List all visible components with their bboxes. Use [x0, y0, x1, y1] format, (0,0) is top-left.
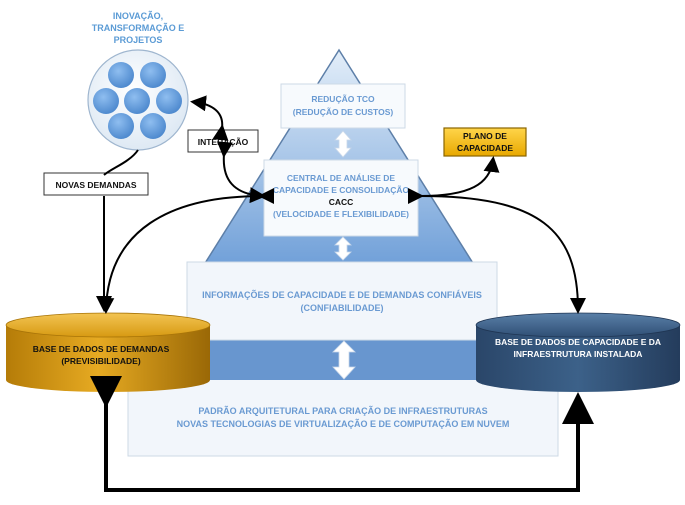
central-line-4: (VELOCIDADE E FLEXIBILIDADE) [273, 209, 409, 219]
reducao-tco-box [280, 83, 406, 129]
central-line-1: CENTRAL DE ANÁLISE DE [287, 173, 395, 183]
cluster-dot [140, 62, 166, 88]
interacao-label: INTERAÇÃO [198, 137, 249, 147]
inovacao-label-line-1: INOVAÇÃO, [113, 11, 163, 21]
arrow-cluster-interacao [190, 95, 229, 141]
reducao-line-1: REDUÇÃO TCO [311, 94, 375, 104]
plano-capacidade-box [443, 127, 527, 157]
arrow-central-plano [419, 156, 500, 197]
cluster-dot [108, 62, 134, 88]
arrow-central-capacidade [407, 187, 586, 314]
padrao-arquitetural-box [127, 377, 559, 457]
reducao-line-2: (REDUÇÃO DE CUSTOS) [293, 107, 394, 117]
informacoes-line-2: (CONFIABILIDADE) [301, 303, 384, 313]
database-demandas-line-1: BASE DE DADOS DE DEMANDAS [33, 344, 170, 354]
plano-label-line-2: CAPACIDADE [457, 143, 513, 153]
plano-label-line-1: PLANO DE [463, 131, 507, 141]
arrow-bottom-loop [90, 376, 594, 492]
database-capacidade-line-2: INFRAESTRUTURA INSTALADA [514, 349, 643, 359]
cluster-dot [93, 88, 119, 114]
database-demandas [5, 312, 211, 392]
inovacao-label-line-2: TRANSFORMAÇÃO E [92, 23, 185, 33]
padrao-line-2: NOVAS TECNOLOGIAS DE VIRTUALIZAÇÃO E DE … [177, 419, 510, 429]
double-arrow-reducao-central [334, 130, 352, 158]
database-capacidade [475, 312, 681, 392]
padrao-line-1: PADRÃO ARQUITETURAL PARA CRIAÇÃO DE INFR… [198, 406, 487, 416]
inovacao-cluster [87, 49, 189, 151]
database-demandas-line-2: (PREVISIBILIDADE) [61, 356, 141, 366]
cluster-dot [156, 88, 182, 114]
cluster-dot [140, 113, 166, 139]
arrow-central-demandas [98, 187, 275, 314]
central-line-2: CAPACIDADE E CONSOLIDAÇÃO [273, 185, 410, 195]
central-cacc-box [263, 159, 419, 237]
central-line-3: CACC [329, 197, 354, 207]
informacoes-line-1: INFORMAÇÕES DE CAPACIDADE E DE DEMANDAS … [202, 290, 482, 300]
cluster-dot [124, 88, 150, 114]
database-capacidade-line-1: BASE DE DADOS DE CAPACIDADE E DA [495, 337, 661, 347]
double-arrow-central-informacoes [334, 236, 352, 261]
connector-arrows [98, 95, 586, 314]
novas-demandas-label: NOVAS DEMANDAS [55, 180, 136, 190]
cluster-dot [108, 113, 134, 139]
inovacao-label-line-3: PROJETOS [114, 35, 163, 45]
informacoes-box [186, 261, 498, 341]
